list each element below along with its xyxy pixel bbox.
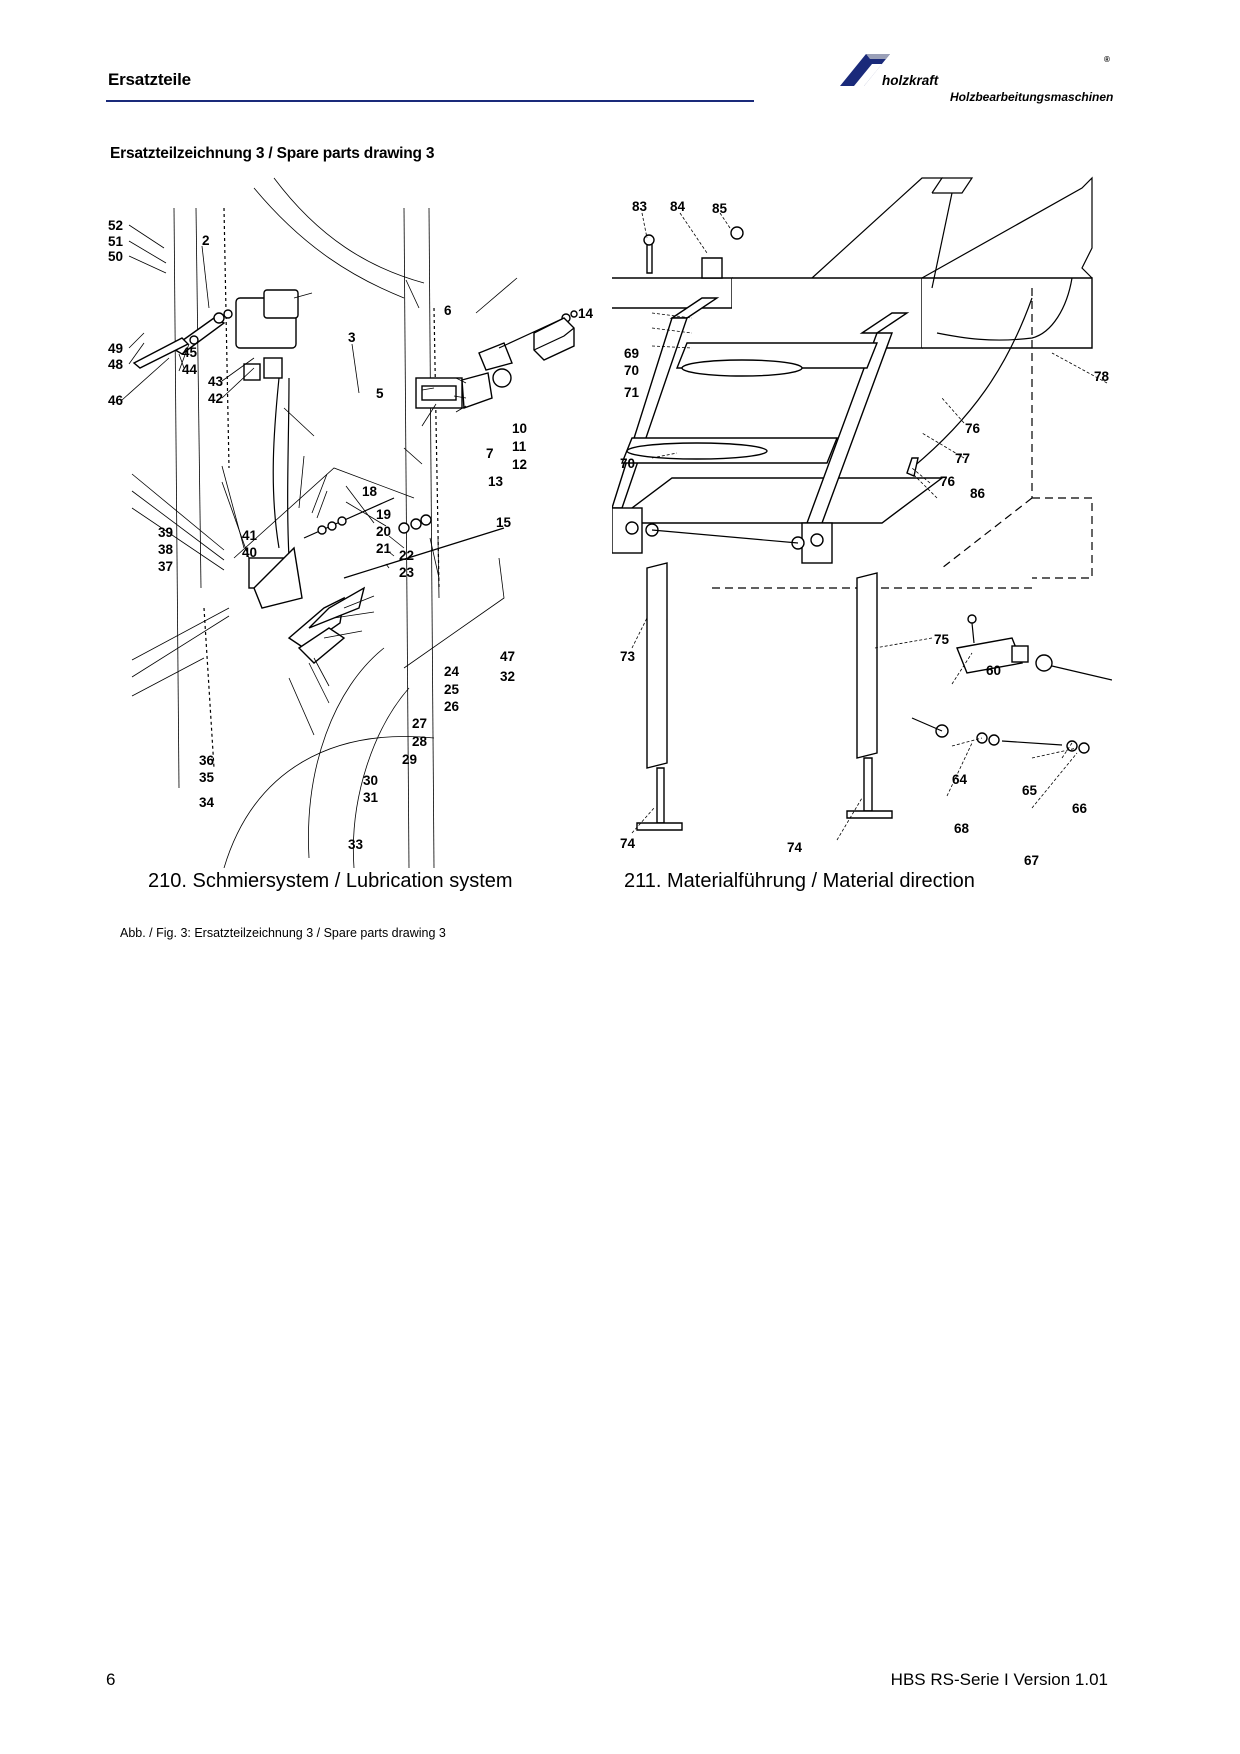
callout-label: 5 — [376, 386, 384, 401]
callout-label: 18 — [362, 484, 378, 499]
callout-label: 78 — [1094, 369, 1110, 384]
callout-label: 67 — [1024, 853, 1039, 868]
callout-label: 14 — [578, 306, 594, 321]
callout-label: 77 — [955, 451, 970, 466]
callout-label: 29 — [402, 752, 417, 767]
brand-mark-icon — [840, 54, 890, 86]
callout-label: 83 — [632, 199, 648, 214]
callout-label: 20 — [376, 524, 391, 539]
callout-label: 22 — [399, 548, 414, 563]
holzkraft-logo: holzkraft Holzbearbeitungsmaschinen ® — [840, 54, 1113, 104]
callout-label: 27 — [412, 716, 427, 731]
callout-labels: 52 51 50 2 3 49 48 45 44 46 43 42 5 6 14… — [108, 218, 594, 852]
saw-band — [203, 207, 440, 769]
callout-label: 52 — [108, 218, 123, 233]
callout-label: 3 — [348, 330, 356, 345]
callout-label: 70 — [624, 363, 639, 378]
callout-label: 44 — [182, 362, 198, 377]
callout-label: 49 — [108, 341, 123, 356]
callout-label: 76 — [940, 474, 956, 489]
callout-labels: 83 84 85 69 70 71 78 76 70 77 76 86 73 7… — [620, 199, 1110, 868]
callout-label: 43 — [208, 374, 224, 389]
page-number: 6 — [106, 1670, 116, 1689]
figure-caption: Abb. / Fig. 3: Ersatzteilzeichnung 3 / S… — [120, 926, 446, 940]
callout-label: 13 — [488, 474, 504, 489]
lubrication-system-drawing: 52 51 50 2 3 49 48 45 44 46 43 42 5 6 14… — [108, 177, 594, 868]
callout-label: 60 — [986, 663, 1001, 678]
lubrication-system-caption: 210. Schmiersystem / Lubrication system — [148, 870, 513, 892]
callout-label: 7 — [486, 446, 494, 461]
callout-label: 40 — [242, 545, 257, 560]
callout-label: 23 — [399, 565, 415, 580]
callout-label: 42 — [208, 391, 223, 406]
callout-label: 28 — [412, 734, 428, 749]
callout-label: 75 — [934, 632, 950, 647]
callout-label: 85 — [712, 201, 728, 216]
callout-label: 46 — [108, 393, 124, 408]
header-rule — [106, 100, 754, 102]
callout-label: 73 — [620, 649, 636, 664]
callout-label: 11 — [512, 439, 527, 454]
callout-label: 10 — [512, 421, 527, 436]
hardware — [643, 226, 1112, 754]
callout-label: 47 — [500, 649, 515, 664]
header-title: Ersatzteile — [108, 70, 191, 89]
brand-tagline: Holzbearbeitungsmaschinen — [950, 90, 1113, 104]
callout-label: 45 — [182, 345, 198, 360]
frame-lines — [173, 177, 505, 868]
material-direction-drawing: 83 84 85 69 70 71 78 76 70 77 76 86 73 7… — [612, 176, 1112, 868]
callout-label: 26 — [444, 699, 460, 714]
callout-label: 51 — [108, 234, 124, 249]
leader-lines — [121, 224, 518, 736]
callout-label: 21 — [376, 541, 392, 556]
callout-label: 12 — [512, 457, 527, 472]
callout-label: 2 — [202, 233, 210, 248]
section-heading: Ersatzteilzeichnung 3 / Spare parts draw… — [110, 145, 435, 162]
callout-label: 50 — [108, 249, 123, 264]
callout-label: 30 — [363, 773, 378, 788]
callout-label: 31 — [363, 790, 379, 805]
callout-label: 36 — [199, 753, 215, 768]
callout-label: 48 — [108, 357, 124, 372]
document-version: HBS RS-Serie I Version 1.01 — [890, 1670, 1108, 1689]
callout-label: 35 — [199, 770, 215, 785]
callout-label: 70 — [620, 456, 635, 471]
callout-label: 39 — [158, 525, 173, 540]
callout-label: 24 — [444, 664, 460, 679]
legs — [636, 562, 893, 831]
material-direction-caption: 211. Materialführung / Material directio… — [624, 870, 975, 892]
callout-label: 38 — [158, 542, 174, 557]
table-rails — [612, 176, 1093, 589]
callout-label: 68 — [954, 821, 970, 836]
svg-text:®: ® — [1104, 55, 1110, 64]
callout-label: 84 — [670, 199, 686, 214]
callout-label: 76 — [965, 421, 981, 436]
leader-lines — [631, 212, 1108, 841]
callout-label: 15 — [496, 515, 512, 530]
parts — [132, 289, 578, 664]
callout-label: 41 — [242, 528, 258, 543]
callout-label: 19 — [376, 507, 391, 522]
callout-label: 74 — [787, 840, 803, 855]
callout-label: 37 — [158, 559, 173, 574]
brand-name: holzkraft — [882, 73, 939, 88]
callout-label: 64 — [952, 772, 968, 787]
callout-label: 65 — [1022, 783, 1038, 798]
callout-label: 6 — [444, 303, 452, 318]
frame — [612, 297, 945, 564]
callout-label: 71 — [624, 385, 640, 400]
callout-label: 32 — [500, 669, 515, 684]
callout-label: 69 — [624, 346, 639, 361]
callout-label: 66 — [1072, 801, 1088, 816]
callout-label: 34 — [199, 795, 215, 810]
callout-label: 86 — [970, 486, 986, 501]
callout-label: 74 — [620, 836, 636, 851]
callout-label: 25 — [444, 682, 460, 697]
callout-label: 33 — [348, 837, 364, 852]
